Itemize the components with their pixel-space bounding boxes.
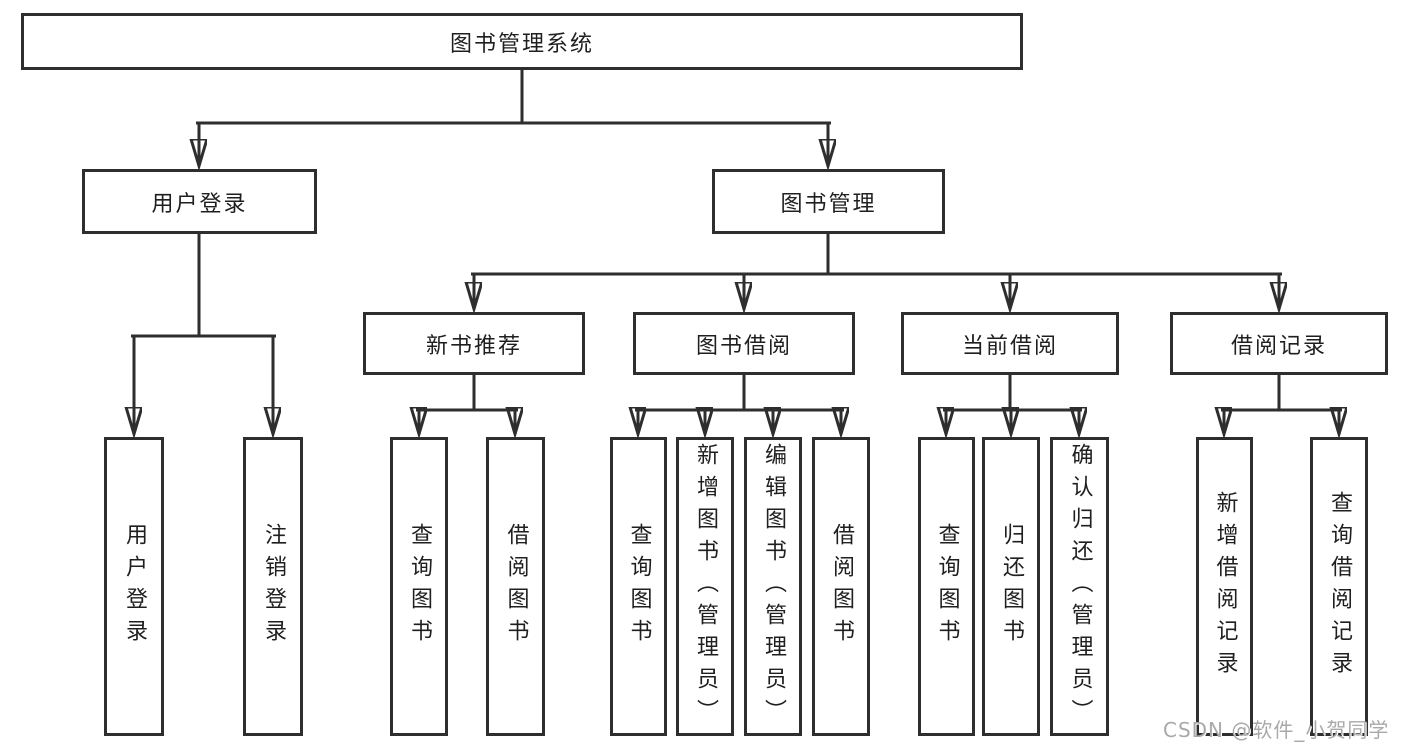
node-user-login: 用户登录: [82, 169, 317, 234]
node-leaf-user-login: 用户登录: [104, 437, 164, 736]
node-leaf-cb-return-book: 归还图书: [982, 437, 1040, 736]
node-borrow-records: 借阅记录: [1170, 312, 1388, 375]
node-root: 图书管理系统: [21, 13, 1023, 70]
node-leaf-cb-query-book: 查询图书: [918, 437, 975, 736]
node-leaf-bb-borrow-book: 借阅图书: [812, 437, 870, 736]
node-leaf-cb-confirm-return-admin: 确认归还（管理员）: [1050, 437, 1109, 736]
node-book-management: 图书管理: [712, 169, 945, 234]
node-leaf-bb-edit-book-admin: 编辑图书（管理员）: [744, 437, 802, 736]
node-leaf-logout: 注销登录: [243, 437, 303, 736]
node-leaf-br-add-record: 新增借阅记录: [1196, 437, 1253, 736]
node-new-book-recommend: 新书推荐: [363, 312, 585, 375]
node-leaf-bb-add-book-admin: 新增图书（管理员）: [676, 437, 734, 736]
node-leaf-br-query-record: 查询借阅记录: [1310, 437, 1368, 736]
node-book-borrow: 图书借阅: [633, 312, 855, 375]
node-leaf-bb-query-book: 查询图书: [610, 437, 667, 736]
node-leaf-nb-query-book: 查询图书: [390, 437, 448, 736]
node-leaf-nb-borrow-book: 借阅图书: [486, 437, 545, 736]
node-current-borrow: 当前借阅: [901, 312, 1119, 375]
